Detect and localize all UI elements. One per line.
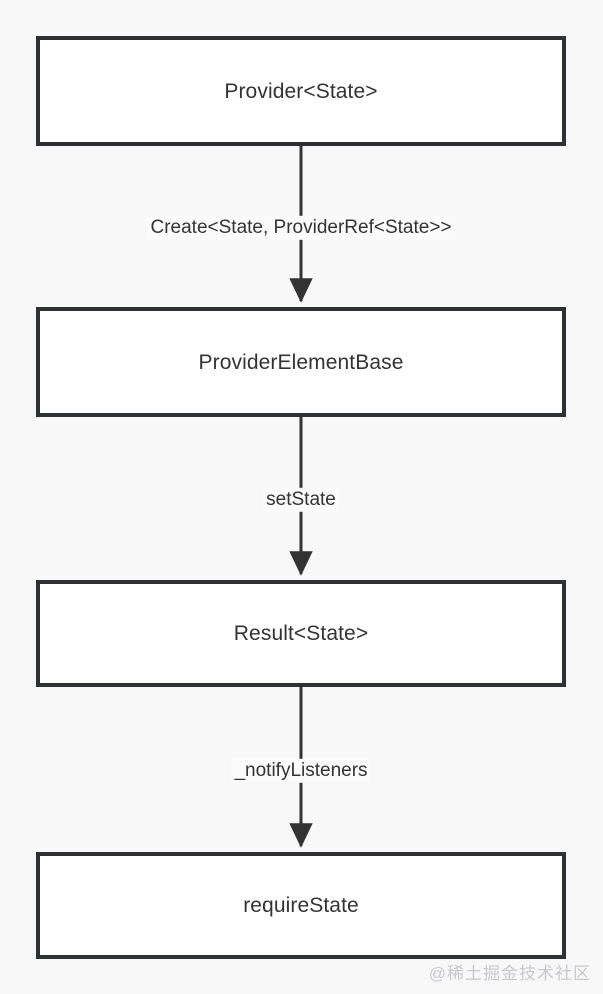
node-result-state[interactable]: Result<State> (36, 580, 566, 687)
node-label: requireState (243, 894, 359, 917)
node-label: Provider<State> (224, 79, 378, 103)
node-provider-state[interactable]: Provider<State> (36, 36, 566, 146)
node-label: Result<State> (233, 622, 369, 645)
watermark: @稀土掘金技术社区 (428, 964, 591, 983)
edge-label-create: Create<State, ProviderRef<State>> (147, 215, 455, 241)
node-label: ProviderElementBase (198, 350, 404, 374)
edge-label-notifylisteners: _notifyListeners (231, 758, 371, 784)
node-require-state[interactable]: requireState (36, 852, 566, 959)
node-provider-element-base[interactable]: ProviderElementBase (36, 307, 566, 417)
edge-label-setstate: setState (263, 487, 339, 513)
